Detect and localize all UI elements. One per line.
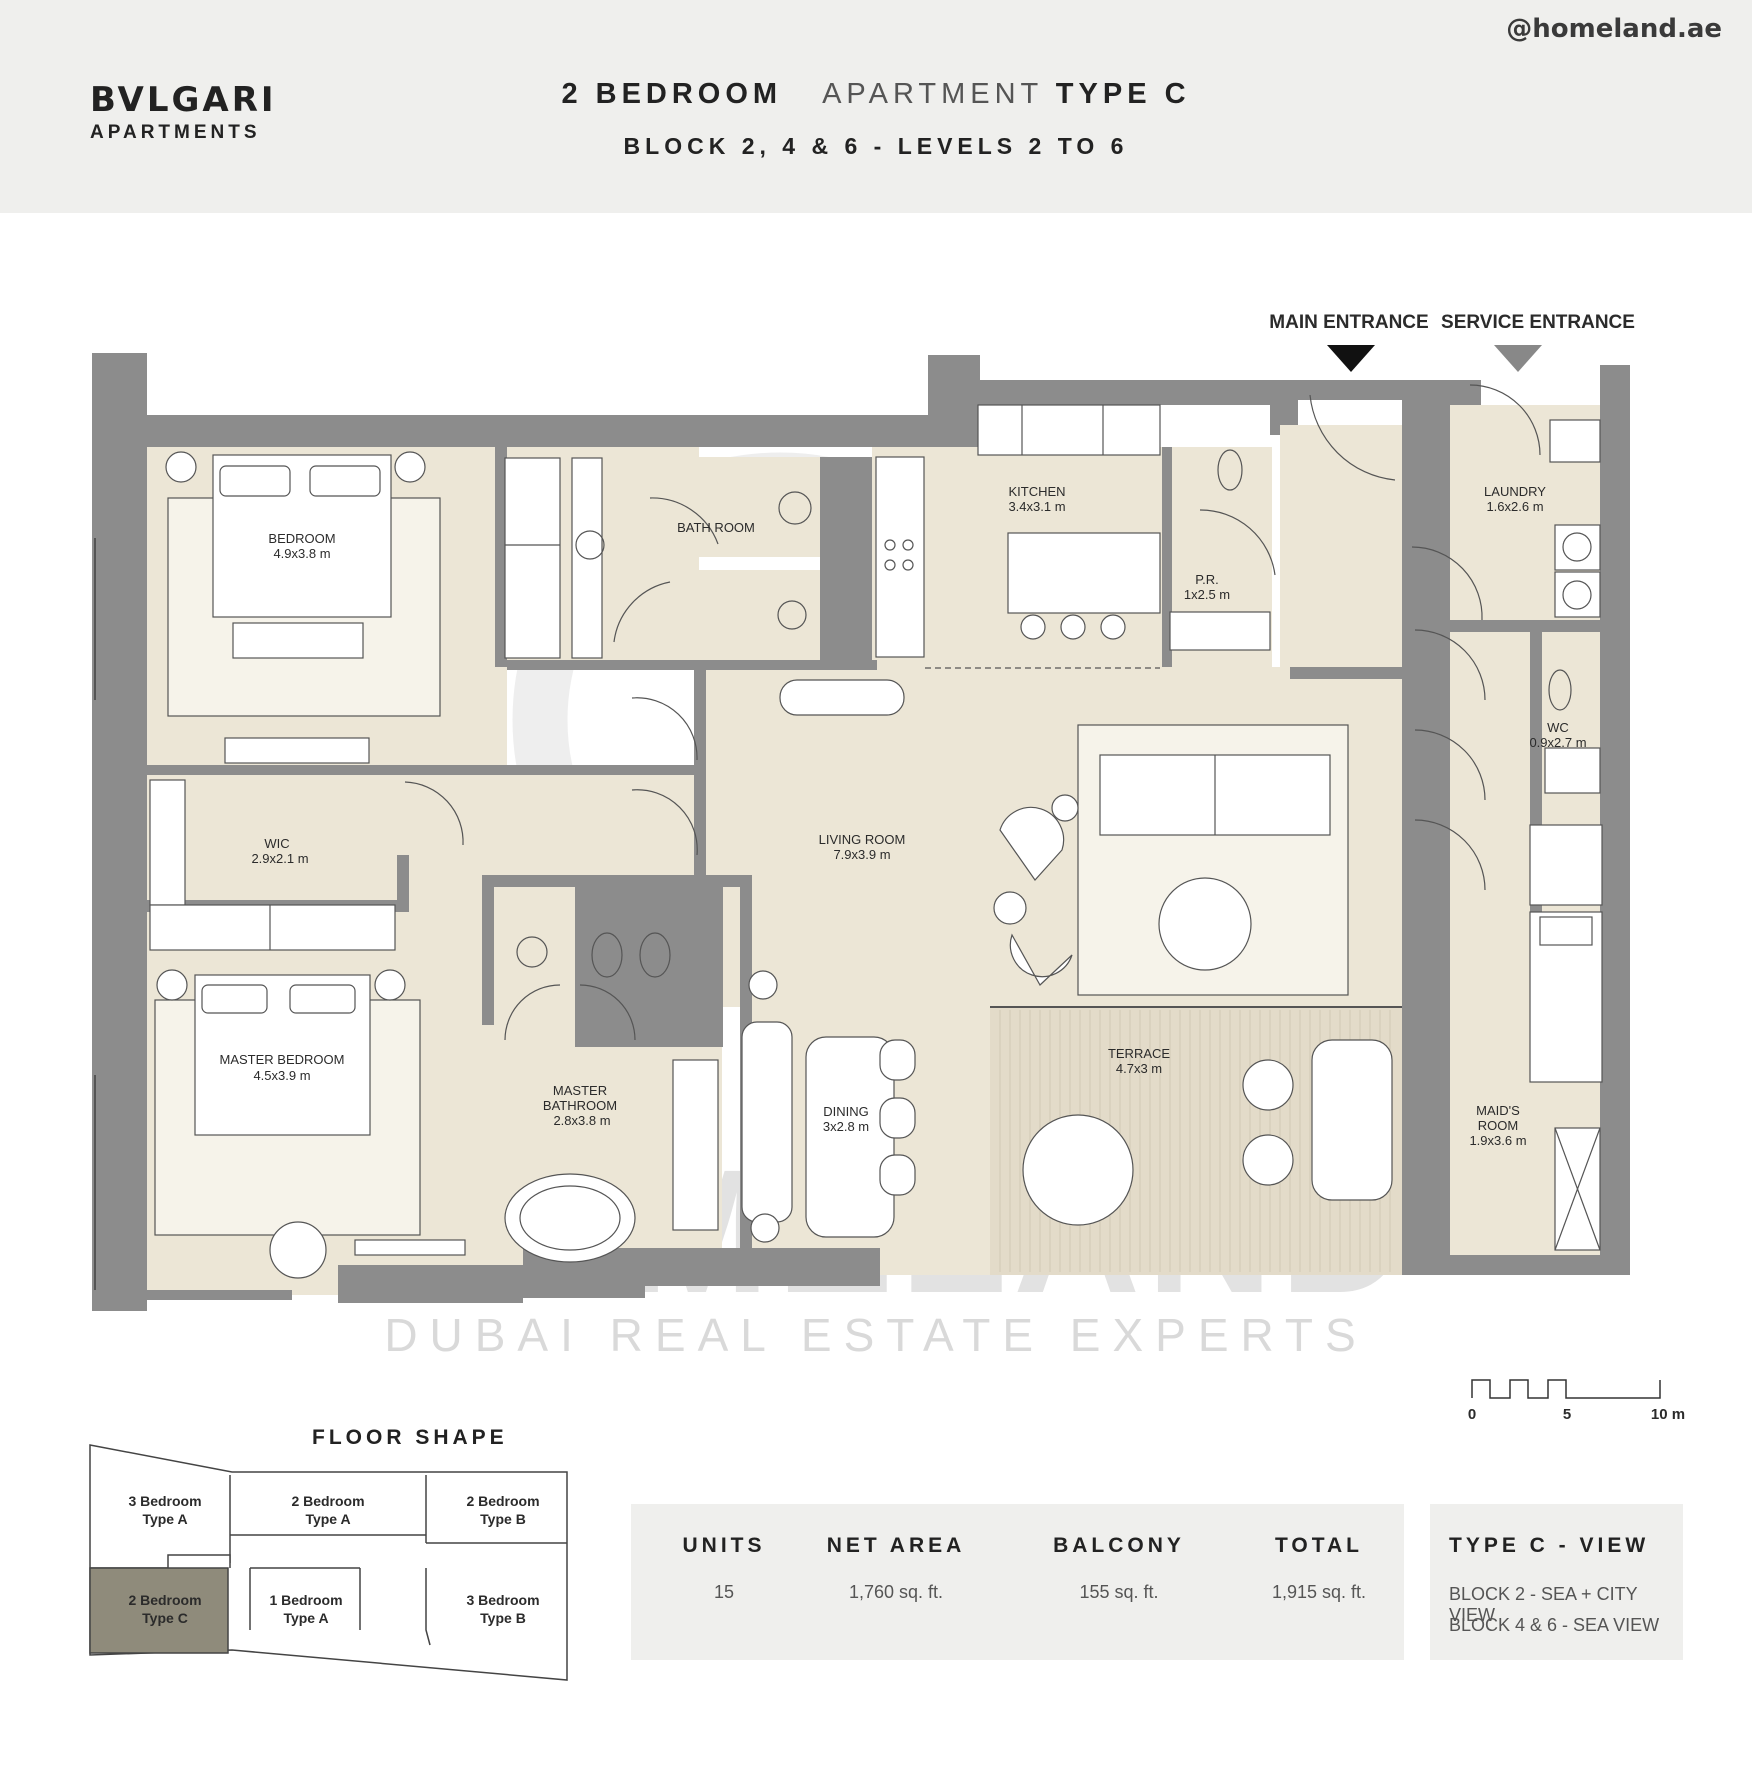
fs-unit-6-l2: Type B (480, 1610, 526, 1626)
stat-units-value: 15 (713, 1582, 735, 1602)
fs-unit-2-l2: Type A (305, 1511, 350, 1527)
service-entrance-arrow-icon (1494, 345, 1542, 372)
wc-size: 0.9x2.7 m (1529, 735, 1586, 750)
stat-net-area: NET AREA 1,760 sq. ft. (809, 1534, 983, 1603)
view-line-2: BLOCK 4 & 6 - SEA VIEW (1449, 1615, 1660, 1635)
maids-room-size: 1.9x3.6 m (1469, 1133, 1526, 1148)
page-subtitle: BLOCK 2, 4 & 6 - LEVELS 2 TO 6 (623, 133, 1129, 159)
dining-size: 3x2.8 m (823, 1119, 869, 1134)
fs-unit-2-l1: 2 Bedroom (291, 1493, 364, 1509)
bedroom-name: BEDROOM (268, 531, 335, 546)
brand-logo: BVLGARI APARTMENTS (90, 80, 277, 144)
main-entrance-arrow-icon (1327, 345, 1375, 372)
master-bedroom-name: MASTER BEDROOM (220, 1052, 345, 1067)
room-labels: BEDROOM 4.9x3.8 m BATH ROOM KITCHEN 3.4x… (220, 484, 1587, 1148)
fs-unit-5-l2: Type A (283, 1610, 328, 1626)
fs-unit-3-l1: 2 Bedroom (466, 1493, 539, 1509)
floor-shape-map (89, 1444, 568, 1681)
fs-unit-5-l1: 1 Bedroom (269, 1592, 342, 1608)
dining-name: DINING (823, 1104, 869, 1119)
fs-unit-6-l1: 3 Bedroom (466, 1592, 539, 1608)
terrace-name: TERRACE (1108, 1046, 1170, 1061)
master-bedroom-size: 4.5x3.9 m (253, 1068, 310, 1083)
scale-ten: 10 m (1651, 1406, 1685, 1423)
stat-total: TOTAL 1,915 sq. ft. (1247, 1534, 1391, 1603)
view-title: TYPE C - VIEW (1449, 1534, 1650, 1557)
kitchen-name: KITCHEN (1008, 484, 1065, 499)
fs-unit-1-l1: 3 Bedroom (128, 1493, 201, 1509)
fs-unit-1-l2: Type A (142, 1511, 187, 1527)
page-title: 2 BEDROOM APARTMENT TYPE C BLOCK 2, 4 & 6… (0, 78, 1752, 160)
floor-shape-title: FLOOR SHAPE (312, 1426, 508, 1449)
stat-total-label: TOTAL (1274, 1534, 1364, 1557)
social-handle: @homeland.ae (1506, 14, 1722, 44)
stat-total-value: 1,915 sq. ft. (1271, 1582, 1367, 1602)
stat-net-area-value: 1,760 sq. ft. (848, 1582, 944, 1602)
service-entrance-label: SERVICE ENTRANCE (1441, 312, 1635, 333)
wc-name: WC (1547, 720, 1569, 735)
floor-shape-labels: 3 Bedroom Type A 2 Bedroom Type A 2 Bedr… (128, 1493, 539, 1626)
stat-net-area-label: NET AREA (826, 1534, 966, 1557)
fixtures (94, 384, 1603, 1290)
watermark-subtitle: DUBAI REAL ESTATE EXPERTS (384, 1309, 1368, 1361)
master-bathroom-size: 2.8x3.8 m (553, 1113, 610, 1128)
laundry-name: LAUNDRY (1484, 484, 1546, 499)
bedroom-size: 4.9x3.8 m (273, 546, 330, 561)
fs-unit-3-l2: Type B (480, 1511, 526, 1527)
fs-unit-4-l1: 2 Bedroom (128, 1592, 201, 1608)
living-size: 7.9x3.9 m (833, 847, 890, 862)
stat-balcony-value: 155 sq. ft. (1079, 1582, 1159, 1602)
master-bathroom-name1: MASTER (553, 1083, 607, 1098)
view-line-1: BLOCK 2 - SEA + CITY VIEW (1449, 1584, 1638, 1625)
pr-size: 1x2.5 m (1184, 587, 1230, 602)
header-bar: @homeland.ae BVLGARI APARTMENTS 2 BEDROO… (0, 0, 1752, 213)
kitchen-size: 3.4x3.1 m (1008, 499, 1065, 514)
stat-balcony: BALCONY 155 sq. ft. (1031, 1534, 1207, 1603)
stat-units: UNITS 15 (661, 1534, 787, 1603)
master-bathroom-name2: BATHROOM (543, 1098, 617, 1113)
scale-five: 5 (1563, 1406, 1571, 1423)
maids-room-name1: MAID'S (1476, 1103, 1520, 1118)
living-name: LIVING ROOM (819, 832, 906, 847)
stats-panel: UNITS 15 NET AREA 1,760 sq. ft. BALCONY … (631, 1504, 1404, 1660)
wic-size: 2.9x2.1 m (251, 851, 308, 866)
pr-name: P.R. (1195, 572, 1219, 587)
brand-sub: APARTMENTS (90, 122, 261, 143)
brand-name: BVLGARI (90, 80, 277, 120)
terrace-size: 4.7x3 m (1116, 1061, 1162, 1076)
stat-balcony-label: BALCONY (1053, 1534, 1185, 1557)
title-bedroom: 2 BEDROOM (561, 78, 783, 110)
type-c-highlight (89, 1567, 229, 1654)
scale-bar (1471, 1379, 1661, 1399)
view-panel: TYPE C - VIEW BLOCK 2 - SEA + CITY VIEW … (1430, 1504, 1683, 1660)
title-apartment: APARTMENT (822, 78, 1043, 110)
wic-name: WIC (264, 836, 289, 851)
outer-walls (92, 353, 1630, 1311)
fs-unit-4-l2: Type C (142, 1610, 188, 1626)
title-type: TYPE C (1055, 78, 1191, 110)
scale-zero: 0 (1468, 1406, 1476, 1423)
main-entrance-label: MAIN ENTRANCE (1269, 312, 1428, 333)
stat-units-label: UNITS (682, 1534, 766, 1557)
maids-room-name2: ROOM (1478, 1118, 1518, 1133)
laundry-size: 1.6x2.6 m (1486, 499, 1543, 514)
bathroom-name: BATH ROOM (677, 520, 755, 535)
